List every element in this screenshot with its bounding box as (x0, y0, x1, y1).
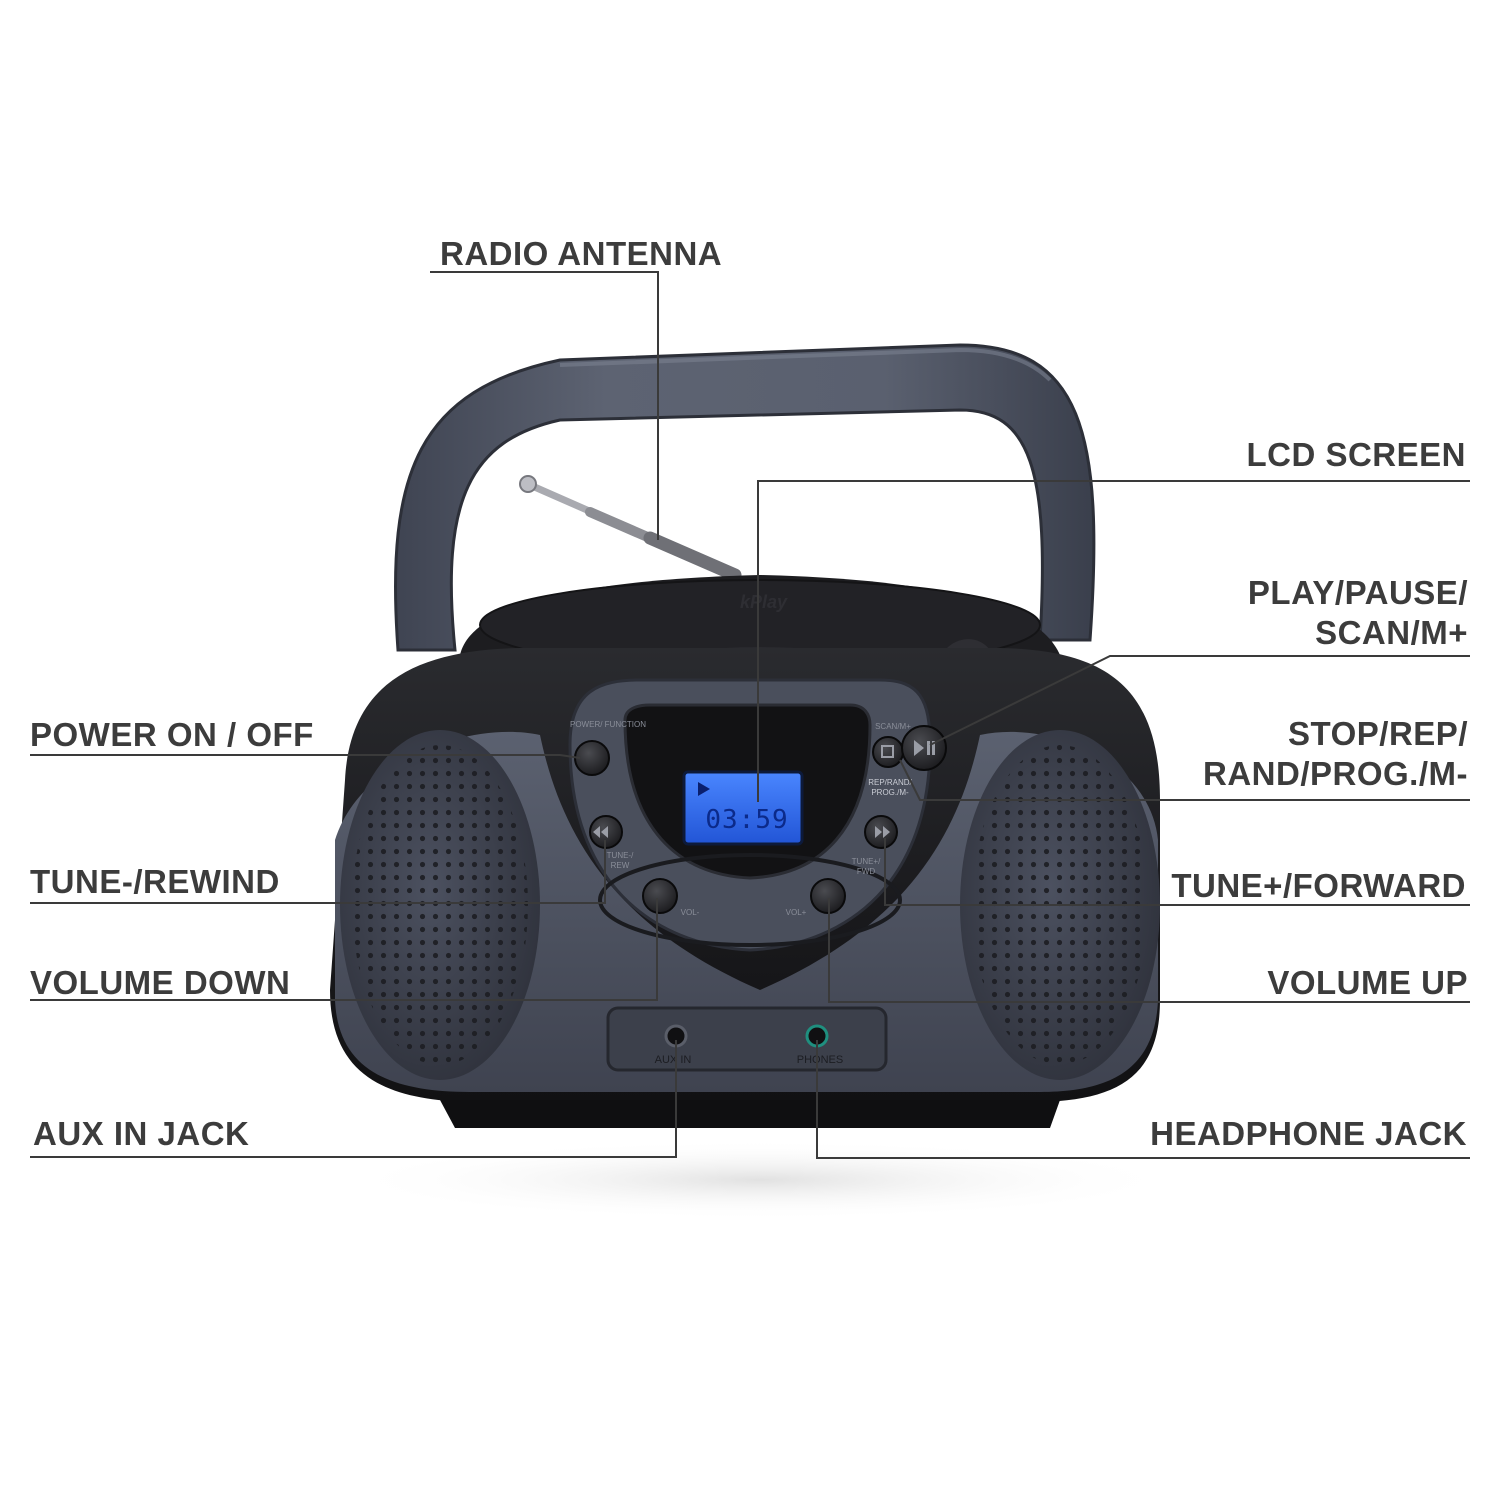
radio-antenna (519, 475, 742, 582)
label-tune-minus: TUNE-/REWIND (30, 863, 280, 900)
label-radio-antenna: RADIO ANTENNA (440, 235, 723, 272)
play-pause-icon (914, 740, 924, 756)
label-power: POWER ON / OFF (30, 716, 314, 753)
leader-aux-in (30, 1040, 677, 1158)
lcd-screen (682, 770, 804, 846)
carry-handle (394, 343, 1096, 652)
power-button-caption: POWER/ FUNCTION (570, 720, 646, 729)
label-tune-plus: TUNE+/FORWARD (1171, 867, 1466, 904)
rep-rand-caption-1: REP/RAND/ (868, 778, 912, 787)
cd-lid (460, 575, 1060, 671)
power-button[interactable] (574, 740, 610, 776)
label-lcd-screen: LCD SCREEN (1246, 436, 1466, 473)
tune-forward-caption-2: FWD (857, 867, 875, 876)
leader-stop (899, 759, 1470, 801)
leader-tune-plus (884, 838, 1470, 906)
volume-down-caption: VOL- (681, 908, 700, 917)
stop-icon (881, 745, 894, 758)
rep-rand-caption-2: PROG./M- (871, 788, 909, 797)
leader-lines (30, 271, 1470, 1159)
tune-forward-caption-1: TUNE+/ (852, 857, 881, 866)
leader-volume-down (30, 898, 658, 1001)
label-volume-up: VOLUME UP (1267, 964, 1468, 1001)
forward-icon (875, 826, 890, 838)
leader-power (30, 754, 581, 759)
label-volume-down: VOLUME DOWN (30, 964, 291, 1001)
leader-headphone (816, 1040, 1470, 1159)
floor-shadow (340, 1140, 1180, 1220)
tune-rewind-caption-1: TUNE-/ (607, 851, 634, 860)
tune-rewind-caption-2: REW (611, 861, 630, 870)
aux-in-caption: AUX IN (655, 1054, 692, 1066)
label-headphone: HEADPHONE JACK (1150, 1115, 1467, 1152)
leader-tune-minus (30, 840, 606, 904)
label-play-pause-line1: PLAY/PAUSE/ (1247, 574, 1468, 611)
stop-button[interactable] (872, 736, 904, 768)
label-aux-in: AUX IN JACK (33, 1115, 250, 1152)
lid-brand-logo: kPlay (740, 592, 788, 612)
leader-radio-antenna (430, 271, 659, 540)
lcd-time-readout: 03:59 (705, 805, 788, 835)
leader-volume-up (828, 898, 1470, 1003)
volume-up-caption: VOL+ (786, 908, 807, 917)
left-speaker (340, 730, 540, 1080)
rewind-icon (593, 826, 608, 838)
label-stop-line1: STOP/REP/ (1288, 715, 1468, 752)
play-pause-button[interactable] (901, 725, 947, 771)
label-play-pause: PLAY/PAUSE/ SCAN/M+ (1248, 573, 1468, 653)
jack-panel (606, 1006, 888, 1072)
phones-caption: PHONES (797, 1054, 843, 1066)
tune-forward-button[interactable] (864, 815, 898, 849)
label-stop-line2: RAND/PROG./M- (1203, 755, 1468, 792)
label-stop: STOP/REP/ RAND/PROG./M- (1203, 714, 1468, 794)
leader-lcd-screen (757, 480, 1470, 802)
leader-play-pause (929, 655, 1470, 746)
scan-caption: SCAN/M+ (875, 722, 911, 731)
label-play-pause-line2: SCAN/M+ (1315, 614, 1468, 651)
tune-rewind-button[interactable] (589, 815, 623, 849)
volume-down-button[interactable] (642, 878, 678, 914)
